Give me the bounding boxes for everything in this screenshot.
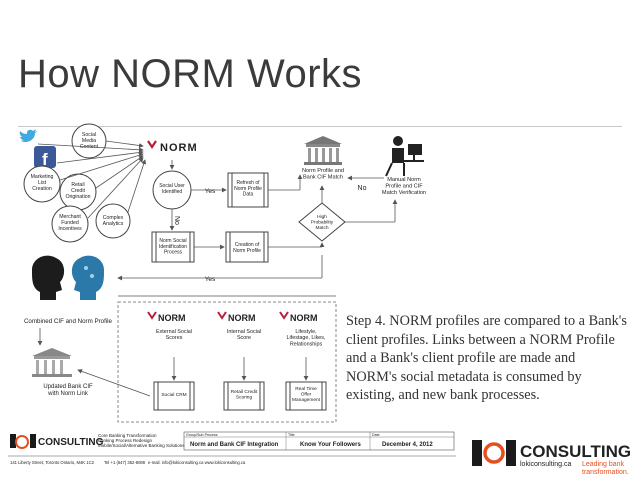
footer-process: Norm and Bank CIF Integration xyxy=(190,442,279,448)
source-complex-analytics xyxy=(95,203,131,239)
no-label-2: No xyxy=(173,216,180,225)
brand-slogan-2: transformation. xyxy=(582,469,629,476)
combined-label: Combined CIF and Norm Profile xyxy=(24,318,113,325)
facebook-icon: f xyxy=(34,146,56,169)
twitter-icon xyxy=(18,129,38,146)
module-3: NORM Lifestyle,Lifestage, Likes,Relations… xyxy=(279,311,327,411)
footer-tag1: Core Banking Transformation xyxy=(98,433,157,438)
footer-head-title: Title xyxy=(288,433,295,437)
module-norm-logo: NORM xyxy=(158,313,186,323)
norm-mark-icon xyxy=(279,311,289,320)
brand-name: CONSULTING xyxy=(520,442,630,461)
module-box xyxy=(223,381,265,411)
footer-title: Know Your Followers xyxy=(300,442,361,448)
source-marketing xyxy=(23,165,61,203)
module-box xyxy=(285,381,327,411)
step-description: Step 4. NORM profiles are compared to a … xyxy=(346,313,627,404)
refresh-node xyxy=(227,172,269,208)
footer-email: e-mail: info@lokiconsulting.ca www.lokic… xyxy=(148,460,246,465)
brand-slogan-1: Leading bank xyxy=(582,461,625,468)
yes-label-2: Yes xyxy=(205,276,216,283)
footer-tag3: Mobile/Social/Alternative Banking Soluti… xyxy=(98,443,185,448)
norm-mark-icon xyxy=(217,311,227,320)
loki-logo-small xyxy=(10,434,36,449)
yes-label-1: Yes xyxy=(205,188,216,195)
match-diamond xyxy=(298,202,346,242)
norm-mark-icon xyxy=(147,311,157,320)
title-divider xyxy=(18,126,622,127)
norm-logo-top: NORM xyxy=(147,140,198,154)
footer-tag2: Banking Process Redesign xyxy=(98,438,153,443)
bank-building-icon xyxy=(304,136,342,165)
svg-text:f: f xyxy=(42,150,48,169)
module-norm-logo: NORM xyxy=(290,313,318,323)
footer-strip: CONSULTING Core Banking Transformation B… xyxy=(8,428,456,472)
module-label: Lifestyle,Lifestage, Likes,Relationships xyxy=(287,329,326,347)
page-title: How NORM Works xyxy=(18,52,363,96)
footer-head-date: Date xyxy=(372,433,380,437)
loki-logo-large: CONSULTING lokiconsulting.ca Leading ban… xyxy=(472,440,630,476)
module-norm-logo: NORM xyxy=(228,313,256,323)
footer-phone: Tel +1 (647) 352-8088 xyxy=(104,460,146,465)
no-label-1: No xyxy=(358,185,367,192)
source-merchant xyxy=(51,205,89,243)
footer-head-process: Group/Sub-Process xyxy=(186,433,218,437)
footer-brand: CONSULTING xyxy=(38,437,104,448)
creation-node xyxy=(225,231,269,263)
footer-date: December 4, 2012 xyxy=(382,442,433,448)
modules-frame xyxy=(117,301,337,423)
norm-logo-text: NORM xyxy=(160,142,198,154)
module-box-label: Social CRM xyxy=(161,392,186,398)
source-arrows xyxy=(37,140,147,219)
updated-bank-icon xyxy=(32,348,72,377)
manual-verification-person-icon xyxy=(385,136,424,177)
module-box xyxy=(153,381,195,411)
brand-site: lokiconsulting.ca xyxy=(520,461,571,468)
footer-address: 141 Liberty Street, Toronto Ontario, M4K… xyxy=(10,460,95,465)
to-bank-arrow xyxy=(77,369,151,397)
combined-profile-heads-icon xyxy=(32,255,104,300)
flow-arrows xyxy=(37,160,398,346)
